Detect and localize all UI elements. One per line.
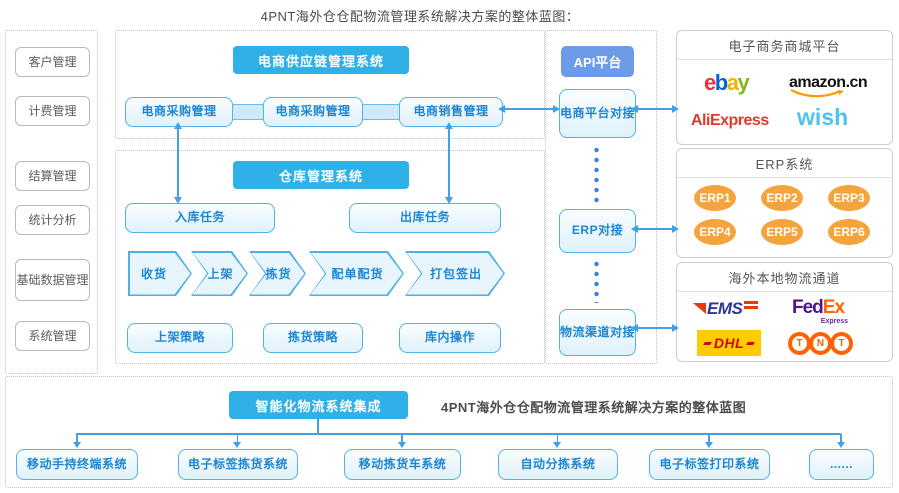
step-allocate: 配单配货 — [309, 251, 404, 296]
sidebar-item-billing: 计费管理 — [15, 96, 90, 126]
node-ec-platform-connect: 电商平台对接 — [559, 89, 636, 138]
diagram-title: 4PNT海外仓仓配物流管理系统解决方案的整体蓝图： — [260, 9, 580, 24]
erp4-node: ERP4 — [694, 219, 736, 245]
ecommerce-platforms-header: 电子商务商城平台 — [677, 31, 892, 60]
system-mobile-handheld: 移动手持终端系统 — [16, 449, 138, 480]
management-sidebar-panel: 客户管理 计费管理 结算管理 统计分析 基础数据管理 系统管理 — [5, 30, 98, 374]
tree-connector — [234, 434, 241, 448]
sidebar-item-system: 系统管理 — [15, 321, 90, 351]
ems-speed-lines-icon — [744, 300, 759, 309]
sidebar-item-statistics: 统计分析 — [15, 205, 90, 235]
dotted-connector — [594, 259, 599, 303]
tree-connector — [837, 434, 844, 448]
double-arrow-purchase-inbound — [174, 122, 182, 204]
strategy-inwarehouse-ops: 库内操作 — [399, 323, 501, 353]
system-etag-picking: 电子标签拣货系统 — [178, 449, 298, 480]
amazon-smile-icon — [790, 89, 844, 98]
supply-chain-header: 电商供应链管理系统 — [233, 46, 409, 74]
overseas-logistics-header: 海外本地物流通道 — [677, 263, 892, 292]
tree-connector — [398, 434, 405, 448]
tree-connector — [73, 434, 80, 448]
step-pick: 拣货 — [249, 251, 306, 296]
dotted-connector — [594, 145, 599, 203]
erp3-node: ERP3 — [828, 185, 870, 211]
wish-logo: wish — [797, 104, 849, 130]
erp1-node: ERP1 — [694, 185, 736, 211]
sidebar-item-basedata: 基础数据管理 — [15, 259, 90, 301]
aliexpress-logo: AliExpress — [691, 112, 769, 129]
tree-connector — [317, 419, 319, 434]
ems-speed-lines-icon — [693, 303, 706, 314]
double-arrow-sales-outbound — [445, 122, 453, 204]
erp-systems-box: ERP系统 ERP1 ERP2 ERP3 ERP4 ERP5 ERP6 — [676, 148, 893, 258]
module-connector — [228, 104, 268, 120]
double-arrow-logistics-channels — [631, 324, 679, 332]
ems-logo: EMS — [693, 300, 759, 317]
ecommerce-platforms-box: 电子商务商城平台 ebay amazon.cn AliExpress wish — [676, 30, 893, 145]
tree-connector — [705, 434, 712, 448]
dhl-logo: DHL — [697, 330, 761, 356]
warehouse-panel: 仓库管理系统 入库任务 出库任务 收货 上架 拣货 配单配货 打包签出 上架策略… — [115, 150, 545, 364]
amazon-logo: amazon.cn — [789, 75, 868, 98]
ebay-logo: ebay — [704, 70, 750, 95]
double-arrow-sales-ecconnect — [498, 105, 560, 113]
strategy-picking: 拣货策略 — [263, 323, 363, 353]
erp6-node: ERP6 — [828, 219, 870, 245]
system-mobile-picking-cart: 移动拣货车系统 — [344, 449, 461, 480]
double-arrow-erpconnect-erp — [631, 225, 679, 233]
api-platform-panel: API平台 电商平台对接 ERP对接 物流渠道对接 — [545, 30, 657, 364]
tree-connector — [76, 433, 841, 435]
dhl-dash-icon — [702, 341, 712, 345]
system-etag-printing: 电子标签打印系统 — [649, 449, 770, 480]
module-ec-sales: 电商销售管理 — [399, 97, 503, 127]
bottom-caption: 4PNT海外仓仓配物流管理系统解决方案的整体蓝图 — [441, 400, 747, 415]
warehouse-header: 仓库管理系统 — [233, 161, 409, 189]
smart-logistics-header: 智能化物流系统集成 — [229, 391, 408, 419]
erp2-node: ERP2 — [761, 185, 803, 211]
module-ec-purchase-2: 电商采购管理 — [263, 97, 363, 127]
module-connector — [358, 104, 404, 120]
strategy-shelving: 上架策略 — [127, 323, 233, 353]
step-receive: 收货 — [128, 251, 192, 296]
smart-logistics-panel: 智能化物流系统集成 4PNT海外仓仓配物流管理系统解决方案的整体蓝图 移动手持终… — [5, 376, 893, 488]
system-auto-sorting: 自动分拣系统 — [498, 449, 618, 480]
double-arrow-ecconnect-platforms — [631, 105, 679, 113]
node-logistics-channel-connect: 物流渠道对接 — [559, 309, 636, 356]
api-platform-header: API平台 — [561, 46, 634, 77]
sidebar-item-customer: 客户管理 — [15, 47, 90, 77]
system-more-ellipsis: ...... — [809, 449, 874, 480]
step-shelve: 上架 — [191, 251, 248, 296]
step-pack-checkout: 打包签出 — [405, 251, 505, 296]
platform-logo-area: ebay amazon.cn AliExpress wish — [677, 60, 892, 146]
erp5-node: ERP5 — [761, 219, 803, 245]
fedex-logo: FedEx Express — [792, 297, 849, 325]
sidebar-item-settlement: 结算管理 — [15, 161, 90, 191]
node-erp-connect: ERP对接 — [559, 209, 636, 253]
inbound-task-box: 入库任务 — [125, 203, 275, 233]
tree-connector — [554, 434, 561, 448]
erp-systems-header: ERP系统 — [677, 149, 892, 178]
outbound-task-box: 出库任务 — [349, 203, 501, 233]
dhl-dash-icon — [746, 341, 756, 345]
